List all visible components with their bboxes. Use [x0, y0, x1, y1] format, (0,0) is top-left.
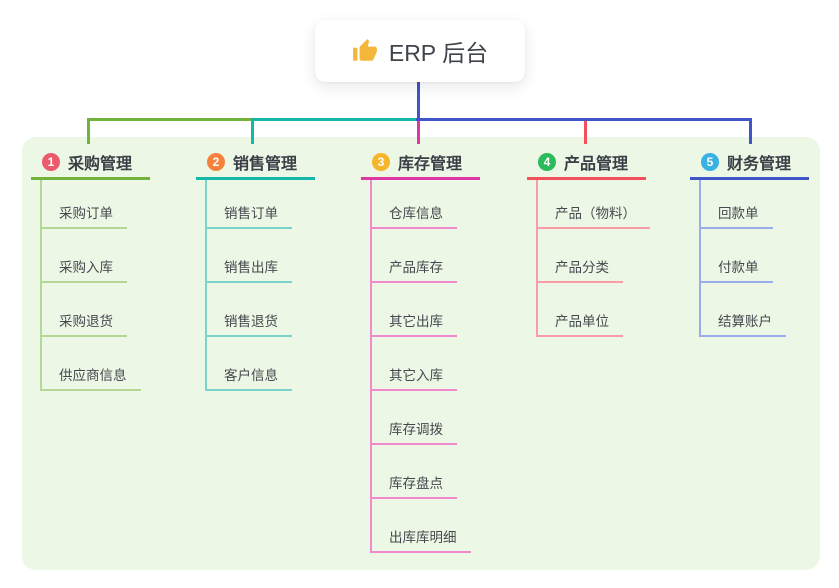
- branch: 5 财务管理 回款单 付款单 结算账户: [690, 146, 809, 337]
- branch-label: 采购管理: [68, 155, 133, 173]
- root-stem-line: [416, 82, 420, 121]
- branch-number-badge: 2: [207, 152, 225, 171]
- bus-line-segment: [251, 118, 419, 121]
- branch: 2 销售管理 销售订单 销售出库 销售退货 客户信息: [196, 146, 315, 391]
- child-node[interactable]: 产品单位: [538, 283, 650, 337]
- branch-children: 回款单 付款单 结算账户: [699, 180, 809, 337]
- child-label: 结算账户: [701, 310, 786, 337]
- child-label: 销售退货: [207, 310, 292, 337]
- thumbs-up-icon: [352, 38, 378, 64]
- child-label: 仓库信息: [372, 202, 457, 229]
- child-node[interactable]: 采购订单: [42, 180, 150, 229]
- branch-number-badge: 3: [372, 152, 390, 171]
- child-node[interactable]: 出库库明细: [372, 499, 480, 553]
- child-label: 销售出库: [207, 256, 292, 283]
- child-node[interactable]: 其它出库: [372, 283, 480, 337]
- child-label: 产品单位: [538, 310, 623, 337]
- child-node[interactable]: 销售出库: [207, 229, 315, 283]
- branch: 4 产品管理 产品（物料） 产品分类 产品单位: [527, 146, 650, 337]
- child-node[interactable]: 产品分类: [538, 229, 650, 283]
- branch-drop-line: [583, 118, 587, 144]
- root-label: ERP 后台: [388, 40, 489, 66]
- branch-drop-line: [86, 118, 90, 144]
- branch-label: 销售管理: [233, 155, 298, 173]
- child-label: 采购退货: [42, 310, 127, 337]
- branch-drop-line: [748, 118, 752, 144]
- child-label: 产品（物料）: [538, 202, 650, 229]
- child-node[interactable]: 其它入库: [372, 337, 480, 391]
- branch-number-badge: 4: [538, 152, 556, 171]
- branch-label: 库存管理: [398, 155, 463, 173]
- branch-title[interactable]: 3 库存管理: [361, 146, 480, 180]
- branch: 3 库存管理 仓库信息 产品库存 其它出库 其它入库 库存调拨 库存盘点 出库库…: [361, 146, 480, 553]
- child-label: 产品库存: [372, 256, 457, 283]
- bus-line-segment: [87, 118, 253, 121]
- child-node[interactable]: 客户信息: [207, 337, 315, 391]
- branch-label: 产品管理: [564, 155, 629, 173]
- branch-drop-line: [416, 118, 420, 144]
- child-node[interactable]: 供应商信息: [42, 337, 150, 391]
- child-label: 库存调拨: [372, 418, 457, 445]
- bus-line-segment: [416, 118, 752, 121]
- child-node[interactable]: 销售订单: [207, 180, 315, 229]
- child-node[interactable]: 回款单: [701, 180, 809, 229]
- branch: 1 采购管理 采购订单 采购入库 采购退货 供应商信息: [31, 146, 150, 391]
- child-node[interactable]: 采购退货: [42, 283, 150, 337]
- branch-children: 采购订单 采购入库 采购退货 供应商信息: [40, 180, 150, 391]
- child-node[interactable]: 库存盘点: [372, 445, 480, 499]
- child-label: 采购订单: [42, 202, 127, 229]
- branch-number-badge: 5: [701, 152, 719, 171]
- child-label: 回款单: [701, 202, 773, 229]
- child-label: 采购入库: [42, 256, 127, 283]
- child-label: 供应商信息: [42, 364, 141, 391]
- child-label: 客户信息: [207, 364, 292, 391]
- child-node[interactable]: 产品（物料）: [538, 180, 650, 229]
- branch-label: 财务管理: [727, 155, 792, 173]
- child-label: 其它入库: [372, 364, 457, 391]
- child-node[interactable]: 库存调拨: [372, 391, 480, 445]
- branch-number-badge: 1: [42, 152, 60, 171]
- child-label: 销售订单: [207, 202, 292, 229]
- child-node[interactable]: 采购入库: [42, 229, 150, 283]
- root-node[interactable]: ERP 后台: [315, 20, 525, 82]
- branch-title[interactable]: 4 产品管理: [527, 146, 646, 180]
- child-node[interactable]: 销售退货: [207, 283, 315, 337]
- branch-title[interactable]: 2 销售管理: [196, 146, 315, 180]
- child-label: 付款单: [701, 256, 773, 283]
- child-label: 出库库明细: [372, 526, 471, 553]
- child-node[interactable]: 付款单: [701, 229, 809, 283]
- branch-children: 产品（物料） 产品分类 产品单位: [536, 180, 650, 337]
- branch-title[interactable]: 1 采购管理: [31, 146, 150, 180]
- child-label: 其它出库: [372, 310, 457, 337]
- child-node[interactable]: 结算账户: [701, 283, 809, 337]
- branch-children: 仓库信息 产品库存 其它出库 其它入库 库存调拨 库存盘点 出库库明细: [370, 180, 480, 553]
- branch-children: 销售订单 销售出库 销售退货 客户信息: [205, 180, 315, 391]
- child-node[interactable]: 产品库存: [372, 229, 480, 283]
- child-label: 库存盘点: [372, 472, 457, 499]
- child-label: 产品分类: [538, 256, 623, 283]
- branch-drop-line: [250, 118, 254, 144]
- child-node[interactable]: 仓库信息: [372, 180, 480, 229]
- branch-title[interactable]: 5 财务管理: [690, 146, 809, 180]
